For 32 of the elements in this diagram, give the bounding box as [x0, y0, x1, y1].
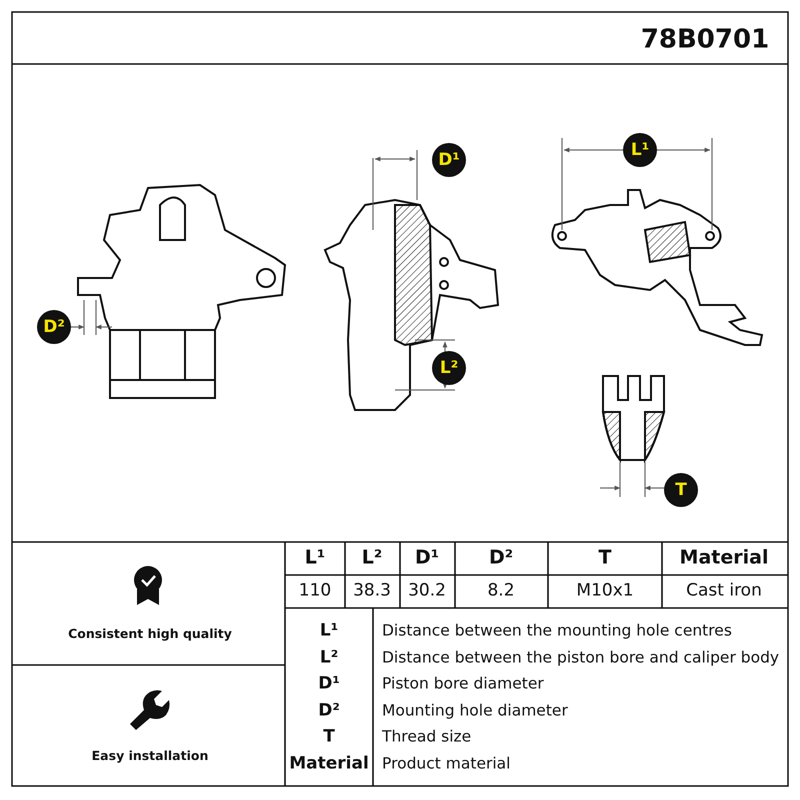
column-header: T: [598, 548, 612, 568]
definition-text: Piston bore diameter: [382, 675, 544, 693]
symbol-label: T: [323, 728, 335, 746]
column-header: D¹: [414, 548, 440, 568]
symbol-label: L¹: [320, 622, 338, 640]
callout-badge: L¹: [623, 133, 657, 167]
spec-value: 110: [298, 582, 332, 600]
feature-caption: Easy installation: [92, 749, 208, 763]
spec-value: 30.2: [408, 582, 446, 600]
definition-text: Distance between the mounting hole centres: [382, 622, 732, 640]
spec-value: 38.3: [353, 582, 391, 600]
symbol-label: L²: [320, 648, 338, 668]
column-header: L¹: [304, 548, 326, 568]
definition-text: Mounting hole diameter: [382, 702, 568, 720]
callout-badge: L²: [432, 351, 466, 385]
callout-badge: D²: [37, 310, 71, 344]
spec-value: M10x1: [576, 582, 634, 600]
definition-text: Thread size: [382, 728, 472, 746]
spec-value: Cast iron: [686, 582, 762, 600]
feature-caption: Consistent high quality: [68, 627, 232, 641]
symbol-label: D¹: [318, 674, 340, 694]
definition-text: Product material: [382, 755, 510, 773]
column-header: Material: [680, 548, 768, 568]
column-header: D²: [488, 548, 514, 568]
symbol-label: Material: [289, 754, 369, 774]
symbol-label: D²: [318, 702, 340, 720]
spec-value: 8.2: [487, 582, 515, 600]
callout-badge: T: [664, 473, 698, 507]
column-header: L²: [362, 548, 382, 568]
part-number: 78B0701: [640, 26, 770, 54]
callout-badge: D¹: [432, 143, 466, 177]
definition-text: Distance between the piston bore and caliper body: [382, 649, 780, 667]
